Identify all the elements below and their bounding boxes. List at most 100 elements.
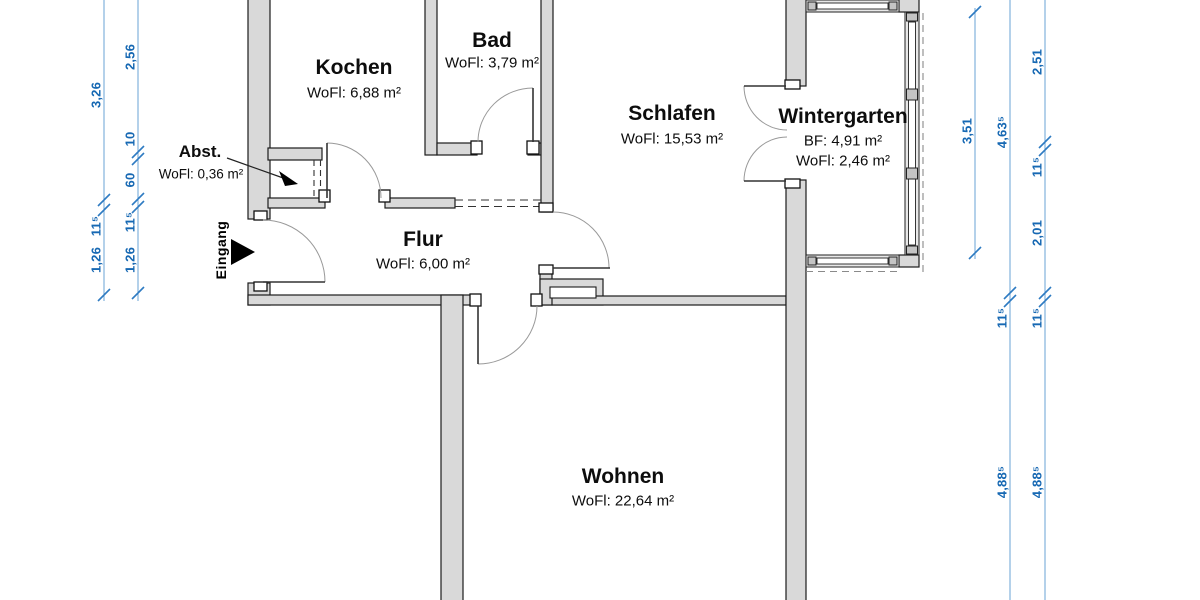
- glazing-right-mullion-4: [906, 245, 918, 255]
- room-area-bad: WoFl: 3,79 m²: [445, 54, 539, 72]
- jamb-wohnen-left: [469, 293, 482, 307]
- dim-label: 11⁵: [1029, 307, 1045, 329]
- dim-tick: [1038, 143, 1052, 157]
- wall-flur-top-left: [267, 197, 326, 209]
- door-arc-wintergarten-bottom: [743, 136, 788, 182]
- room-area-wintergarten-wofl: WoFl: 2,46 m²: [796, 152, 890, 170]
- wall-wohnen-left: [440, 294, 464, 600]
- wall-flur-top-right: [384, 197, 456, 209]
- dim-tick: [97, 288, 111, 302]
- dim-tick: [97, 203, 111, 217]
- dim-label: 3,51: [959, 117, 975, 145]
- room-label-abst: Abst.: [178, 142, 222, 161]
- dim-tick: [1038, 135, 1052, 149]
- jamb-wintergarten-bottom: [784, 178, 801, 189]
- dim-tick: [1038, 294, 1052, 308]
- dim-tick: [1003, 286, 1017, 300]
- dim-tick: [1003, 294, 1017, 308]
- room-area-kochen: WoFl: 6,88 m²: [307, 84, 401, 102]
- jamb-entrance-bottom: [253, 281, 268, 292]
- room-label-schlafen: Schlafen: [628, 102, 716, 125]
- dim-label: 11⁵: [994, 307, 1010, 329]
- dim-tick: [97, 193, 111, 207]
- dim-label: 10: [122, 131, 138, 147]
- abst-leader-line: [226, 157, 287, 180]
- jamb-bad-left: [470, 140, 483, 155]
- room-label-kochen: Kochen: [315, 56, 393, 79]
- dim-label: 2,01: [1029, 219, 1045, 247]
- door-arc-bad: [477, 87, 534, 143]
- door-arc-wintergarten-top: [743, 85, 788, 131]
- entrance-label: Eingang: [213, 220, 229, 280]
- wall-bad-schlafen: [540, 0, 554, 213]
- door-arc-schlafen: [552, 211, 610, 269]
- dim-label: 2,51: [1029, 48, 1045, 76]
- jamb-kochen-right: [378, 189, 391, 203]
- glazing-group: [805, 0, 920, 268]
- doors-group: [262, 85, 788, 365]
- room-area-wohnen: WoFl: 22,64 m²: [571, 492, 675, 510]
- dim-label: 4,88⁵: [1029, 465, 1045, 499]
- jamb-entrance-top: [253, 210, 268, 221]
- dim-label: 11⁵: [88, 215, 104, 237]
- dim-label: 1,26: [88, 246, 104, 274]
- jamb-bad-right: [526, 140, 540, 155]
- door-arc-entrance: [262, 219, 326, 283]
- glazing-right-mullion-1: [906, 12, 918, 22]
- glazing-bottom-bracket-right: [888, 256, 898, 266]
- room-label-wohnen: Wohnen: [581, 465, 665, 488]
- glazing-right-pane: [908, 21, 916, 246]
- glazing-bottom-bracket-left: [807, 256, 817, 266]
- wall-left-exterior-upper: [247, 0, 271, 220]
- niche-slot: [549, 286, 597, 299]
- abst-leader-arrowhead: [279, 171, 298, 186]
- glazing-top-bracket-right: [888, 1, 898, 11]
- glazing-right-mullion-2: [906, 88, 918, 101]
- room-label-flur: Flur: [403, 228, 443, 251]
- dim-tick: [968, 5, 982, 19]
- dim-tick: [131, 286, 145, 300]
- door-arc-wohnen: [477, 305, 538, 365]
- dim-label: 2,56: [122, 43, 138, 71]
- glazing-top-bracket-left: [807, 1, 817, 11]
- room-area-flur: WoFl: 6,00 m²: [376, 255, 470, 273]
- dim-tick: [968, 246, 982, 260]
- wall-abst-top: [267, 147, 323, 161]
- dim-label: 1,26: [122, 246, 138, 274]
- dim-tick: [1038, 286, 1052, 300]
- wall-wintergarten-left-upper: [785, 0, 807, 87]
- dim-tick: [131, 192, 145, 206]
- dim-tick: [131, 152, 145, 166]
- wall-wintergarten-corner-top: [898, 0, 920, 13]
- dim-label: 4,88⁵: [994, 465, 1010, 499]
- jamb-wintergarten-top: [784, 79, 801, 90]
- annotation-arrows-group: [226, 157, 298, 265]
- wall-wintergarten-corner-bottom: [898, 254, 920, 268]
- door-jambs-group: [253, 79, 801, 307]
- dim-label: 60: [122, 172, 138, 188]
- jamb-schlafen-bottom: [538, 264, 554, 275]
- room-area-abst: WoFl: 0,36 m²: [158, 166, 244, 182]
- room-area-schlafen: WoFl: 15,53 m²: [620, 130, 724, 148]
- glazing-top-pane: [816, 2, 889, 10]
- dim-tick: [131, 200, 145, 214]
- dim-label: 3,26: [88, 81, 104, 109]
- dim-label: 4,63⁵: [994, 115, 1010, 149]
- walls-group: [247, 0, 920, 600]
- room-label-wintergarten: Wintergarten: [778, 105, 908, 128]
- room-area-wintergarten-bf: BF: 4,91 m²: [803, 132, 883, 150]
- dim-label: 11⁵: [1029, 156, 1045, 178]
- glazing-right-mullion-3: [906, 167, 918, 180]
- jamb-wohnen-right: [530, 293, 543, 307]
- wall-kochen-bad: [424, 0, 438, 156]
- dim-tick: [131, 145, 145, 159]
- entrance-arrow-icon: [231, 239, 255, 265]
- jamb-schlafen-top: [538, 202, 554, 213]
- glazing-bottom-pane: [816, 257, 889, 265]
- door-arc-kochen: [326, 142, 382, 199]
- wall-wohnen-right: [785, 179, 807, 600]
- dim-label: 11⁵: [122, 211, 138, 233]
- room-label-bad: Bad: [472, 29, 512, 52]
